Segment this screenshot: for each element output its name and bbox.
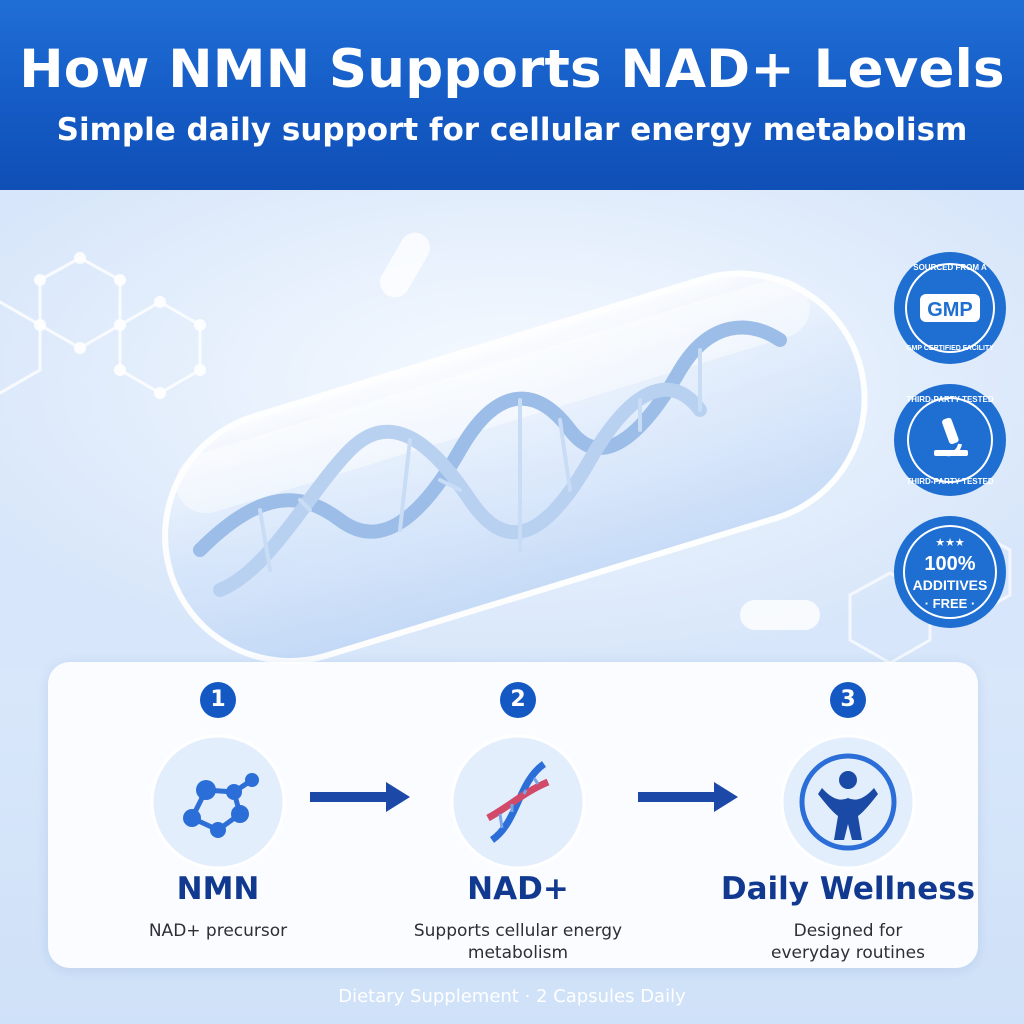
step-title: Daily Wellness [720, 871, 976, 907]
person-wellness-icon [780, 734, 916, 870]
microscope-icon [934, 417, 968, 457]
step-2: 2 NAD+ Supports cellular energy metaboli… [368, 662, 668, 968]
svg-text:ADDITIVES: ADDITIVES [913, 577, 988, 593]
step-title: NMN [176, 871, 260, 907]
large-capsule [162, 270, 868, 664]
small-capsule [380, 232, 430, 298]
svg-text:GMP: GMP [927, 299, 973, 321]
hero-illustration [0, 190, 1024, 670]
page-subtitle: Simple daily support for cellular energy… [56, 112, 968, 148]
svg-text:100%: 100% [924, 553, 975, 575]
footer-note: Dietary Supplement · 2 Capsules Daily [338, 986, 686, 1007]
gmp-certified-badge: GMP SOURCED FROM A GMP CERTIFIED FACILIT… [894, 252, 1006, 364]
third-party-tested-badge: THIRD-PARTY TESTED THIRD-PARTY TESTED [894, 384, 1006, 496]
dna-helix [193, 320, 787, 597]
arrow-right-icon [638, 782, 738, 812]
page-title: How NMN Supports NAD+ Levels [19, 39, 1005, 100]
step-description: NAD+ precursor [148, 921, 288, 941]
capsule-dna-illustration [0, 190, 1024, 670]
svg-text:SOURCED FROM A: SOURCED FROM A [913, 263, 987, 272]
arrow-right-icon [310, 782, 410, 812]
step-description: Supports cellular energy metabolism [413, 921, 623, 963]
svg-text:GMP CERTIFIED FACILITY: GMP CERTIFIED FACILITY [906, 345, 994, 352]
steps-panel: 1 NMN NAD+ precursor 2 [48, 662, 978, 968]
step-description: Designed for everyday routines [771, 921, 925, 963]
step-title: NAD+ [467, 871, 569, 907]
additives-free-badge: ★★★ 100% ADDITIVES · FREE · [894, 516, 1006, 628]
step-number: 2 [500, 682, 536, 718]
svg-text:THIRD-PARTY TESTED: THIRD-PARTY TESTED [906, 395, 993, 404]
small-capsule [740, 600, 820, 630]
stars-icon: ★★★ [935, 536, 965, 549]
svg-text:THIRD-PARTY TESTED: THIRD-PARTY TESTED [906, 477, 993, 486]
step-number: 1 [200, 682, 236, 718]
gmp-certified-icon [920, 294, 980, 322]
step-3: 3 Daily Wellness Designed for everyday r… [698, 662, 998, 968]
step-1: 1 NMN NAD+ precursor [68, 662, 368, 968]
header-banner: How NMN Supports NAD+ Levels Simple dail… [0, 0, 1024, 190]
svg-text:· FREE ·: · FREE · [925, 596, 976, 611]
molecule-icon [150, 734, 286, 870]
step-number: 3 [830, 682, 866, 718]
dna-icon [450, 734, 586, 870]
